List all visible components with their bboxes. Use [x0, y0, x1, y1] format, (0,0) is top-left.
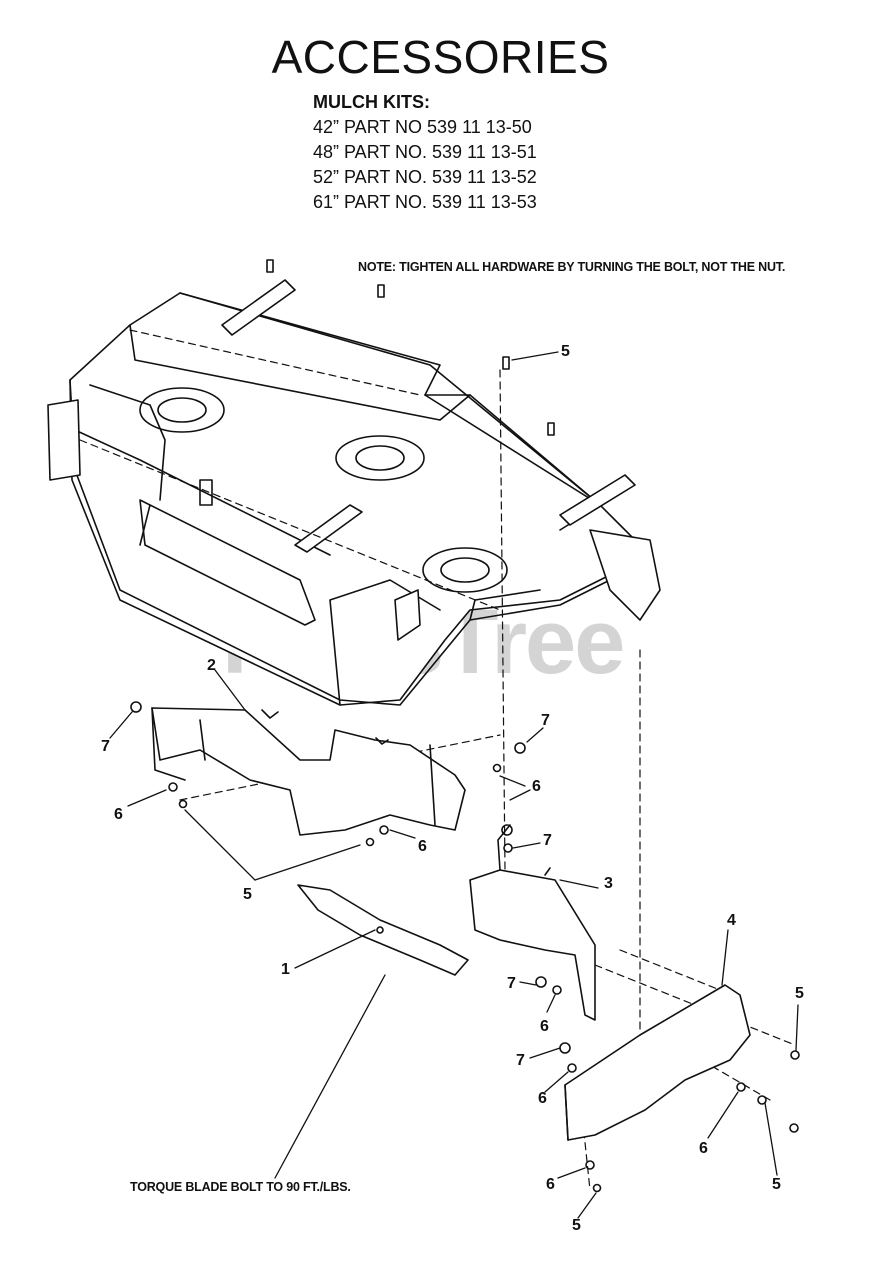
mower-deck [47, 259, 661, 706]
callout-6: 6 [538, 1090, 547, 1107]
torque-note: TORQUE BLADE BOLT TO 90 FT./LBS. [130, 1180, 351, 1194]
callout-7: 7 [101, 738, 110, 755]
callout-5: 5 [243, 886, 252, 903]
callout-7: 7 [516, 1052, 525, 1069]
callout-5: 5 [795, 985, 804, 1002]
blade-part-1 [297, 884, 469, 976]
hardware [130, 701, 800, 1193]
callout-7: 7 [507, 975, 516, 992]
kit-line: 52” PART NO. 539 11 13-52 [313, 167, 537, 187]
page-title: ACCESSORIES [271, 31, 610, 83]
callout-5: 5 [561, 343, 570, 360]
hardware-note: NOTE: TIGHTEN ALL HARDWARE BY TURNING TH… [358, 260, 786, 274]
callout-7: 7 [541, 712, 550, 729]
callout-6: 6 [532, 778, 541, 795]
callout-6: 6 [418, 838, 427, 855]
callout-5: 5 [572, 1217, 581, 1234]
callout-6: 6 [114, 806, 123, 823]
plate-part-4 [564, 984, 751, 1141]
baffle-part-2 [151, 707, 466, 836]
baffle-part-3 [469, 824, 596, 1021]
callout-6: 6 [699, 1140, 708, 1157]
leader-lines [109, 351, 799, 1219]
mulch-kits-list: MULCH KITS: 42” PART NO 539 11 13-50 48”… [313, 90, 537, 215]
callout-2: 2 [207, 657, 216, 674]
callout-1: 1 [281, 961, 290, 978]
callout-3: 3 [604, 875, 613, 892]
kit-line: 48” PART NO. 539 11 13-51 [313, 142, 537, 162]
callout-7: 7 [543, 832, 552, 849]
callout-4: 4 [727, 912, 736, 929]
kit-line: 42” PART NO 539 11 13-50 [313, 117, 532, 137]
mulch-kits-heading: MULCH KITS: [313, 92, 430, 112]
callout-6: 6 [540, 1018, 549, 1035]
kit-line: 61” PART NO. 539 11 13-53 [313, 192, 537, 212]
callout-5: 5 [772, 1176, 781, 1193]
callout-6: 6 [546, 1176, 555, 1193]
